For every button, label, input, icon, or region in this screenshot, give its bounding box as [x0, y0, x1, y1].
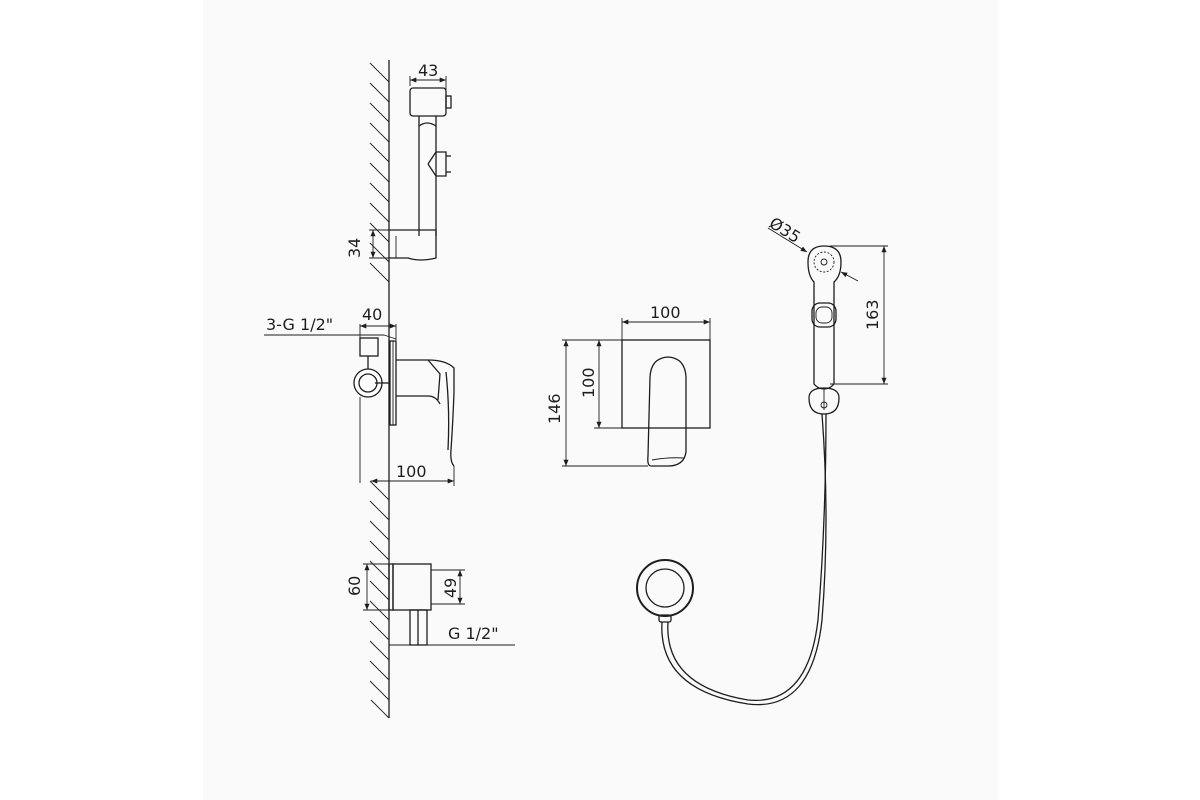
hose-outlet-front-view: [636, 559, 694, 623]
dimension-thread-mixer: 3-G 1/2": [264, 315, 397, 340]
dim-mixer-total-height: 146: [545, 393, 564, 424]
mixer-front-view: [621, 339, 711, 467]
dim-holder-width: 43: [418, 61, 438, 80]
dimension-plate-width: 100: [621, 303, 711, 340]
hose-outlet-side-view: [388, 563, 515, 646]
handset-spray-head: [813, 251, 835, 273]
dimension-thread-outlet: G 1/2": [448, 624, 499, 643]
dim-holder-height: 34: [345, 238, 364, 258]
dim-thread-outlet: G 1/2": [448, 624, 499, 643]
dimension-mixer-depth: 40: [359, 305, 397, 340]
shower-hose: [661, 413, 827, 706]
dim-handset-diameter: Ø35: [766, 213, 804, 247]
dimension-handset-length: 163: [830, 245, 888, 385]
dimension-holder-width: 43: [409, 61, 447, 94]
wall-hatching: [369, 62, 390, 719]
dimension-outlet-height: 60: [345, 563, 389, 611]
dim-mixer-depth: 40: [362, 305, 382, 324]
dim-mixer-projection: 100: [396, 462, 427, 481]
dim-plate-width: 100: [650, 303, 681, 322]
dim-thread-mixer: 3-G 1/2": [266, 315, 333, 334]
dim-outlet-inner-height: 49: [441, 578, 460, 598]
dimension-mixer-total-height: 146: [545, 339, 648, 467]
dimension-plate-height: 100: [579, 339, 622, 429]
dimension-holder-height: 34: [345, 229, 389, 259]
dim-plate-height: 100: [579, 367, 598, 398]
dimension-outlet-inner-height: 49: [431, 569, 465, 605]
mixer-side-view: [353, 337, 455, 483]
handset-front-view: [807, 245, 842, 415]
dim-outlet-height: 60: [345, 576, 364, 596]
dim-handset-length: 163: [863, 299, 882, 330]
dimension-handset-diameter: Ø35: [766, 213, 859, 282]
dimension-mixer-projection: 100: [371, 462, 455, 486]
handset-holder-side-view: [389, 87, 452, 261]
